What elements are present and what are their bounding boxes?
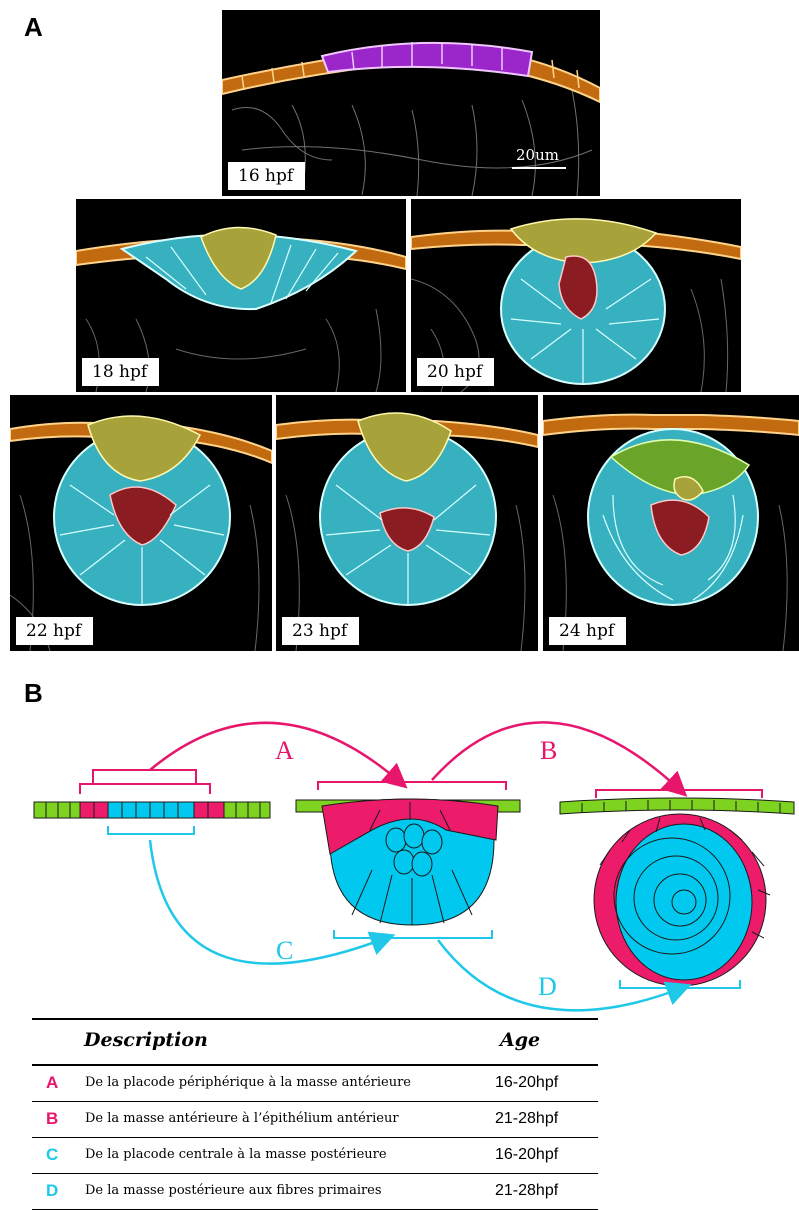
bracket-anterior-mass <box>317 781 507 790</box>
lineage-schematic <box>33 721 795 1012</box>
row-code: C <box>46 1145 59 1164</box>
timepoint-label: 24 hpf <box>549 617 627 645</box>
row-code: A <box>46 1073 59 1092</box>
micrograph-18hpf: 18 hpf <box>76 199 406 392</box>
arrow-d <box>436 939 692 1012</box>
micrograph-23hpf-image <box>276 412 538 651</box>
row-age: 21-28hpf <box>495 1182 559 1199</box>
timepoint-label: 22 hpf <box>16 617 94 645</box>
arrow-b-label: B <box>540 736 558 765</box>
header-age: Age <box>500 1029 541 1051</box>
row-description: De la placode périphérique à la masse an… <box>85 1075 411 1090</box>
micrograph-20hpf-image <box>411 218 741 392</box>
micrograph-23hpf: 23 hpf <box>276 395 538 651</box>
arrow-a <box>149 721 408 789</box>
micrograph-24hpf: 24 hpf <box>543 395 799 651</box>
row-code: B <box>46 1109 59 1128</box>
micrograph-24hpf-image <box>543 413 799 651</box>
bracket-anterior-epithelium <box>595 789 763 798</box>
placode-schematic <box>33 801 271 819</box>
panel-a-label: A <box>24 12 43 42</box>
arrow-c <box>148 839 396 965</box>
bracket-posterior-mass <box>333 930 493 939</box>
table-row: C De la placode centrale à la masse post… <box>32 1138 598 1174</box>
row-description: De la placode centrale à la masse postér… <box>85 1147 387 1162</box>
header-description: Description <box>84 1029 208 1051</box>
micrograph-22hpf: 22 hpf <box>10 395 272 651</box>
arrow-d-label: D <box>538 972 557 1001</box>
micrograph-18hpf-image <box>76 226 406 392</box>
row-description: De la masse postérieure aux fibres prima… <box>85 1183 382 1198</box>
scale-label: 20um <box>516 146 559 164</box>
table-row: A De la placode périphérique à la masse … <box>32 1066 598 1102</box>
row-age: 16-20hpf <box>495 1146 559 1163</box>
row-age: 21-28hpf <box>495 1110 559 1127</box>
timepoint-label: 16 hpf <box>228 162 306 190</box>
micrograph-20hpf: 20 hpf <box>411 199 741 392</box>
micrograph-16hpf: 20um 16 hpf <box>222 10 600 196</box>
micrograph-16hpf-image <box>222 41 600 196</box>
timepoint-label: 23 hpf <box>282 617 360 645</box>
arrow-b <box>431 721 688 797</box>
table-header: Description Age <box>32 1018 598 1066</box>
timepoint-label: 18 hpf <box>82 358 160 386</box>
arrow-c-label: C <box>276 936 294 965</box>
row-age: 16-20hpf <box>495 1074 559 1091</box>
lens-schematic <box>559 797 795 987</box>
vesicle-schematic <box>295 798 521 926</box>
row-description: De la masse antérieure à l’épithélium an… <box>85 1111 399 1126</box>
scale-bar <box>512 167 566 169</box>
panel-b-label: B <box>24 678 43 708</box>
bracket-central <box>107 826 195 835</box>
bracket-peripheral <box>79 769 211 794</box>
micrograph-22hpf-image <box>10 415 272 651</box>
row-code: D <box>46 1181 59 1200</box>
arrow-a-label: A <box>275 736 294 765</box>
timepoint-label: 20 hpf <box>417 358 495 386</box>
lineage-table: Description Age A De la placode périphér… <box>32 1018 598 1210</box>
table-row: B De la masse antérieure à l’épithélium … <box>32 1102 598 1138</box>
